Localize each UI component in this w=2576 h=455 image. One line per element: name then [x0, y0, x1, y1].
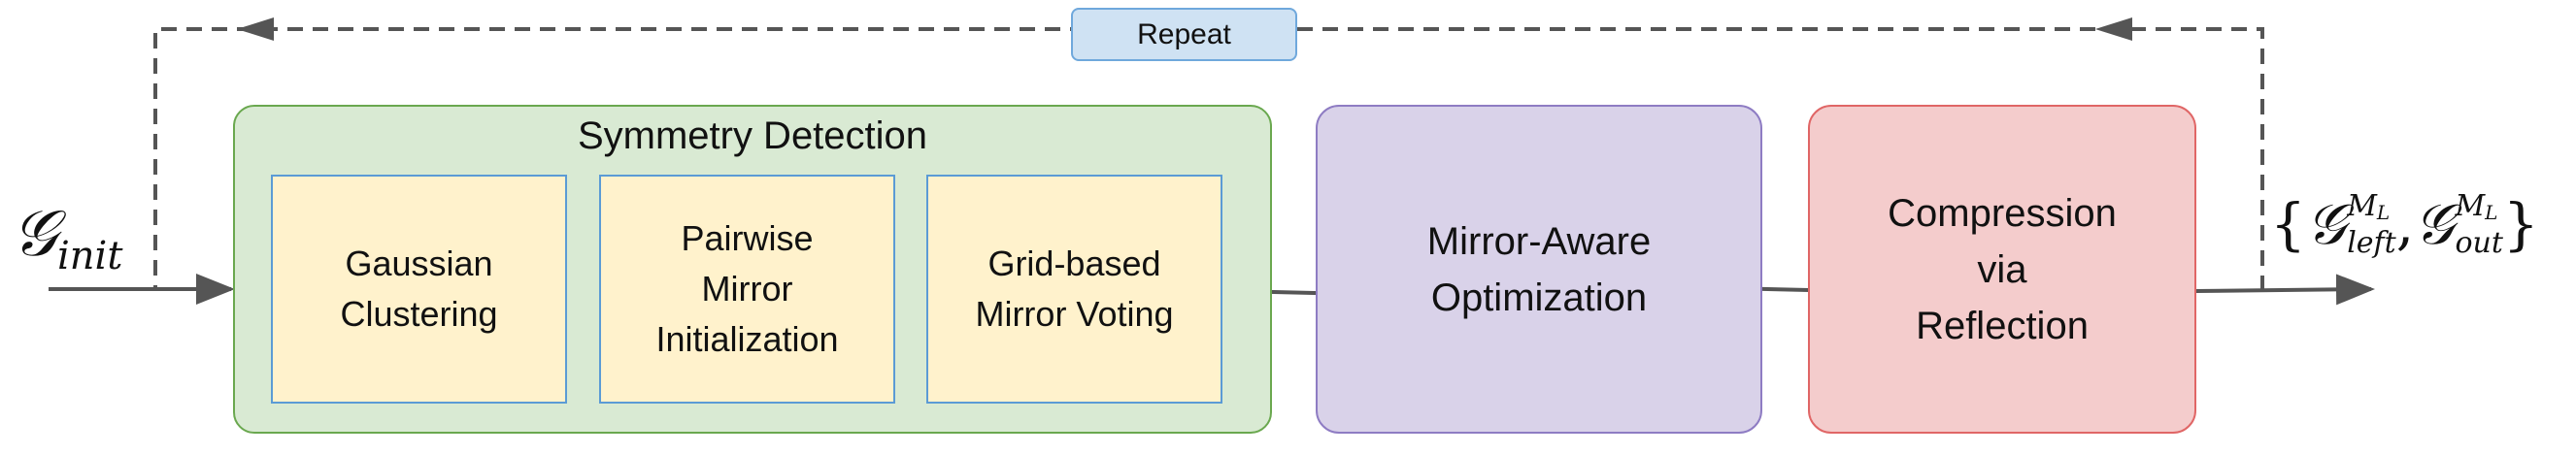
output-open-brace: { — [2270, 191, 2306, 257]
output-second-symbol: 𝒢 — [2414, 191, 2455, 257]
compression-via-reflection-label: Compression via Reflection — [1888, 191, 2117, 347]
symmetry-detection-title: Symmetry Detection — [577, 114, 928, 157]
output-first-sub: left — [2347, 225, 2396, 260]
output-first-sup-sub: L — [2376, 200, 2391, 224]
output-separator: , — [2395, 191, 2415, 257]
output-close-brace: } — [2502, 191, 2539, 257]
mirror-aware-optimization-box: Mirror-Aware Optimization — [1316, 105, 1762, 434]
gaussian-clustering-label: Gaussian Clustering — [340, 244, 498, 334]
input-symbol: 𝒢 — [12, 196, 57, 271]
output-second-sup: M — [2455, 188, 2486, 223]
pairwise-mirror-init-box: Pairwise Mirror Initialization — [599, 175, 895, 404]
repeat-text: Repeat — [1137, 17, 1231, 50]
grid-mirror-voting-label: Grid-based Mirror Voting — [975, 244, 1174, 334]
output-second-sup-sub: L — [2485, 200, 2498, 224]
input-gaussians-label: 𝒢init — [12, 190, 123, 278]
gaussian-clustering-box: Gaussian Clustering — [271, 175, 567, 404]
repeat-label: Repeat — [1071, 8, 1297, 61]
mirror-aware-optimization-label: Mirror-Aware Optimization — [1426, 219, 1652, 319]
pairwise-mirror-init-label: Pairwise Mirror Initialization — [655, 218, 839, 359]
compression-via-reflection-box: Compression via Reflection — [1808, 105, 2196, 434]
output-second-sub: out — [2455, 225, 2503, 260]
grid-mirror-voting-box: Grid-based Mirror Voting — [926, 175, 1222, 404]
output-first-symbol: 𝒢 — [2305, 191, 2347, 257]
loop-arrowhead-left — [237, 17, 274, 41]
output-first-sup: M — [2347, 188, 2377, 223]
input-subscript: init — [57, 234, 123, 278]
loop-arrowhead-right — [2095, 17, 2132, 41]
output-arrow — [2195, 274, 2375, 306]
